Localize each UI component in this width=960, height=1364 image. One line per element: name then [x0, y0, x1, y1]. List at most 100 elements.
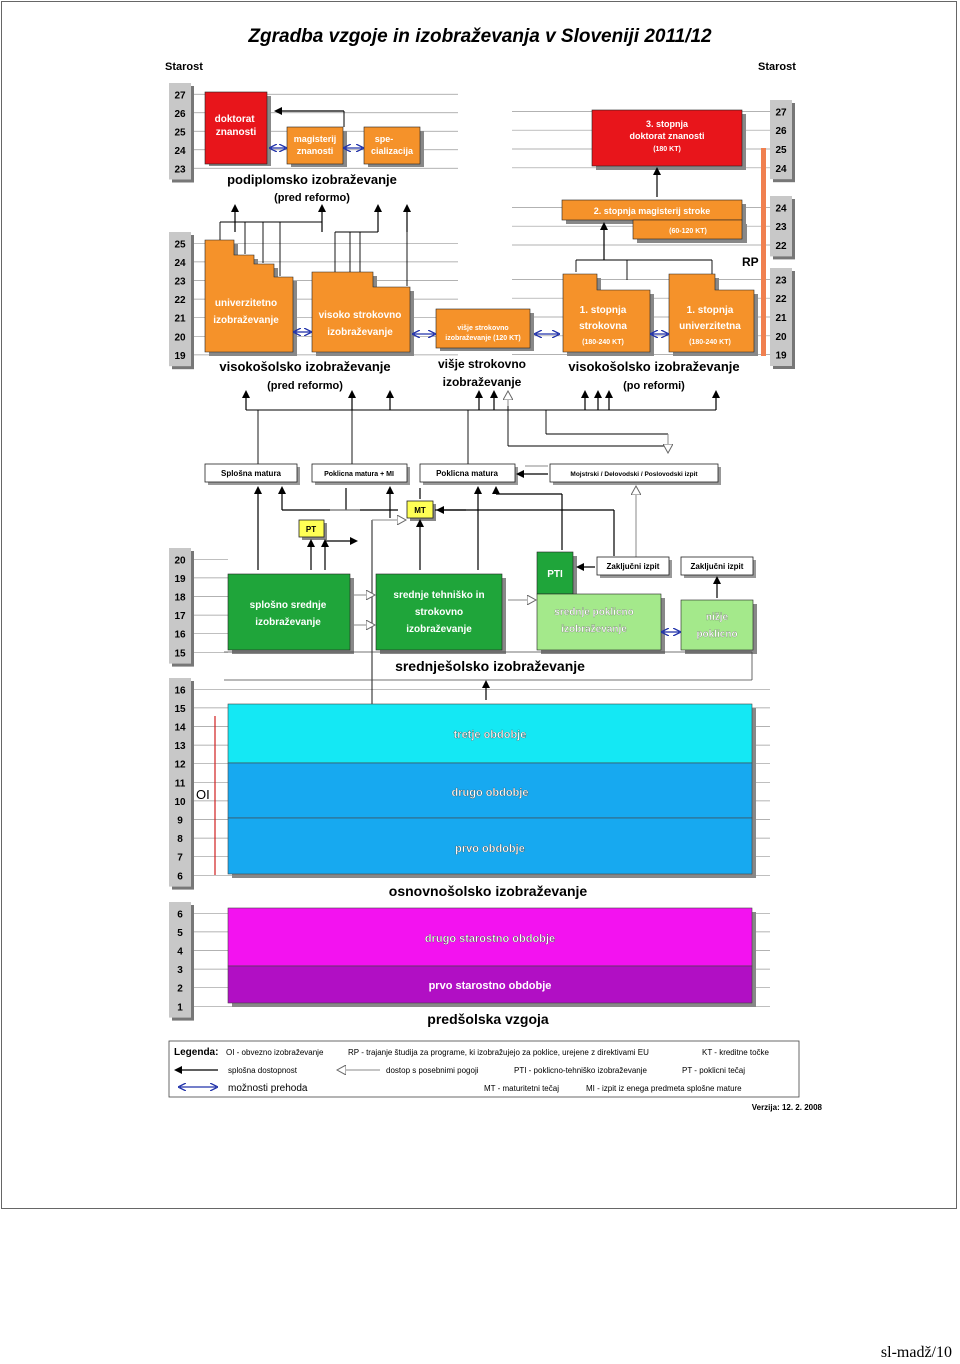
stopnja2-label: 2. stopnja magisterij stroke	[594, 206, 711, 216]
pt-label: PT	[306, 525, 316, 534]
age-label-left: Starost	[165, 61, 203, 73]
age-label-lp-2: 4	[177, 947, 183, 958]
label-visokosolsko-2: visokošolsko izobraževanje	[568, 359, 739, 374]
age-label-rl-2: 21	[775, 313, 787, 324]
box-zakljucni-2: Zaključni izpit	[680, 556, 756, 578]
label-podiplomsko: podiplomsko izobraževanje	[227, 172, 397, 187]
age-label-lm-0: 25	[174, 239, 186, 250]
age-label-rm-2: 22	[775, 241, 787, 252]
rp-bar	[761, 148, 766, 356]
box-doktorat: doktorat znanosti	[204, 91, 271, 166]
zakljucni-2-label: Zaključni izpit	[691, 562, 744, 571]
age-label-lb-0: 16	[174, 685, 186, 696]
age-label-lu-1: 26	[174, 109, 186, 120]
page-footer: sl-madž/10	[880, 1344, 952, 1361]
legend-pt: PT - poklicni tečaj	[682, 1066, 745, 1075]
age-label-lp-5: 1	[177, 1002, 183, 1013]
age-label-lb-1: 15	[174, 704, 186, 715]
age-label-ru-1: 26	[775, 126, 787, 137]
box-poklicna-mi: Poklicna matura + MI	[311, 463, 410, 485]
label-pred-reformo-2: (pred reformo)	[267, 380, 343, 392]
version-label: Verzija: 12. 2. 2008	[752, 1103, 823, 1112]
doktorat-label-1: doktorat	[215, 114, 256, 125]
legend-heading: Legenda:	[174, 1047, 218, 1058]
label-po-reformi: (po reformi)	[623, 380, 685, 392]
age-label-lb-7: 9	[177, 816, 183, 827]
drugo-starostno-label: drugo starostno obdobje	[425, 933, 555, 945]
box-pti: PTI	[536, 551, 577, 598]
age-columns: 2726252423252423222120192019181716151615…	[169, 83, 795, 1021]
age-label-lm-5: 20	[174, 332, 186, 343]
diagram-title: Zgradba vzgoje in izobraževanja v Sloven…	[248, 26, 712, 47]
legend-mt: MT - maturitetni tečaj	[484, 1084, 559, 1093]
age-label-rl-3: 20	[775, 332, 787, 343]
age-label-lb-10: 6	[177, 871, 183, 882]
mt-label: MT	[414, 506, 426, 515]
label-visje-1: višje strokovno	[438, 357, 526, 371]
age-label-rl-0: 23	[775, 275, 787, 286]
legend-kt: KT - kreditne točke	[702, 1048, 770, 1057]
legend-rp: RP - trajanje študija za programe, ki iz…	[348, 1048, 649, 1057]
block-osnovna: tretje obdobje drugo obdobje prvo obdobj…	[227, 703, 756, 878]
box-mt: MT	[406, 500, 436, 521]
box-specializacija: spe-cializacija	[363, 126, 424, 167]
age-label-rm-0: 24	[775, 203, 787, 214]
legend-pti: PTI - poklicno-tehniško izobraževanje	[514, 1066, 648, 1075]
pti-label: PTI	[547, 569, 563, 580]
age-label-lu-2: 25	[174, 127, 186, 138]
legend-moznosti: možnosti prehoda	[228, 1083, 308, 1094]
age-label-right: Starost	[758, 61, 796, 73]
age-label-ls-0: 20	[174, 555, 186, 566]
prvo-starostno-label: prvo starostno obdobje	[429, 980, 552, 992]
doktorat-label-2: znanosti	[216, 127, 257, 138]
age-label-ls-2: 18	[174, 593, 186, 604]
age-label-lb-6: 10	[174, 797, 186, 808]
label-visje-2: izobraževanje	[443, 375, 522, 389]
age-label-lm-3: 22	[174, 295, 186, 306]
age-label-lb-8: 8	[177, 834, 183, 845]
tretje-obdobje-label: tretje obdobje	[454, 729, 527, 741]
label-srednjesolsko: srednješolsko izobraževanje	[395, 658, 585, 674]
label-osnovnosolsko: osnovnošolsko izobraževanje	[389, 883, 588, 899]
age-label-lb-2: 14	[174, 723, 186, 734]
box-pt: PT	[298, 519, 327, 540]
label-oi: OI	[196, 787, 210, 802]
age-label-ls-3: 17	[174, 611, 186, 622]
svg-text:spe-cializacija: spe-cializacija	[371, 134, 414, 156]
label-predsolska: predšolska vzgoja	[427, 1011, 549, 1027]
legend-splosna: splošna dostopnost	[228, 1066, 298, 1075]
svg-text:doktorat znanosti: doktorat znanosti	[215, 114, 258, 138]
age-label-lp-4: 2	[177, 984, 183, 995]
age-label-ls-4: 16	[174, 630, 186, 641]
age-label-ls-1: 19	[174, 574, 186, 585]
legend-oi: OI - obvezno izobraževanje	[226, 1048, 324, 1057]
age-label-lm-6: 19	[174, 351, 186, 362]
age-label-ru-3: 24	[775, 164, 787, 175]
label-visokosolsko-1: visokošolsko izobraževanje	[219, 359, 390, 374]
legend: Legenda: OI - obvezno izobraževanje RP -…	[168, 1040, 800, 1098]
age-label-lm-4: 21	[174, 314, 186, 325]
legend-mi: MI - izpit iz enega predmeta splošne mat…	[586, 1084, 742, 1093]
poklicna-mi-label: Poklicna matura + MI	[324, 471, 394, 478]
age-label-ru-0: 27	[775, 107, 787, 118]
age-label-ls-5: 15	[174, 648, 186, 659]
age-label-lb-4: 12	[174, 760, 186, 771]
stopnja3-kt: (180 KT)	[653, 146, 681, 153]
